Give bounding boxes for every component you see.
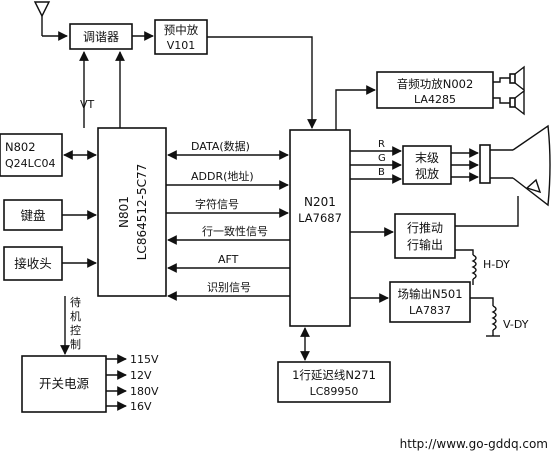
r-signal-label: R — [378, 139, 385, 150]
preamp-label-line1: 预中放 — [164, 23, 199, 37]
voltage-16v: 16V — [130, 400, 152, 413]
data-bus-label: DATA(数据) — [191, 139, 250, 153]
antenna-icon — [33, 1, 68, 41]
standby-label-4: 制 — [70, 338, 81, 351]
receiver-block — [3, 246, 63, 281]
h-dy-label: H-DY — [483, 258, 510, 271]
tuner-label: 调谐器 — [83, 30, 119, 44]
g-signal-label: G — [378, 153, 386, 164]
delay-line-label-line2: LC89950 — [310, 385, 359, 398]
n201-label-line1: N201 — [304, 195, 336, 209]
n201-label-line2: LA7687 — [298, 211, 342, 225]
vt-label: VT — [80, 98, 95, 111]
h-drive-label-line1: 行推动 — [407, 221, 443, 235]
final-video-label-line1: 末级 — [415, 151, 439, 165]
mcu-label-line2: LC864512-5C77 — [135, 164, 149, 261]
receiver-label: 接收头 — [14, 256, 52, 271]
voltage-12v: 12V — [130, 369, 152, 382]
h-drive-block — [394, 213, 456, 259]
v-output-label-line2: LA7837 — [409, 304, 451, 317]
h-drive-label-line2: 行输出 — [407, 237, 443, 252]
standby-label-3: 控 — [70, 323, 81, 337]
audio-amp-label-line1: 音频功放N002 — [397, 77, 474, 91]
voltage-115v: 115V — [130, 353, 159, 366]
psu-block — [21, 355, 107, 413]
psu-label: 开关电源 — [39, 376, 90, 391]
mcu-label-line1: N801 — [117, 196, 131, 228]
final-video-block — [402, 145, 452, 185]
v-deflection-coil-icon — [470, 297, 500, 337]
audio-amp-block — [376, 71, 494, 109]
b-signal-label: B — [378, 167, 385, 178]
v-output-block — [389, 281, 471, 323]
h-deflection-coil-icon — [455, 249, 477, 285]
watermark-url: http://www.go-gddq.com — [400, 437, 548, 451]
keyboard-label: 键盘 — [20, 208, 45, 223]
n802-label-line1: N802 — [5, 140, 36, 154]
preamp-label-line2: V101 — [167, 39, 196, 52]
delay-line-block — [277, 361, 391, 403]
final-video-label-line2: 视放 — [415, 166, 439, 181]
crt-tube-icon — [479, 124, 551, 207]
mcu-block — [97, 127, 167, 297]
audio-amp-label-line2: LA4285 — [414, 93, 456, 106]
char-signal-label: 字符信号 — [195, 197, 239, 211]
delay-line-label-line1: 1行延迟线N271 — [292, 368, 376, 382]
addr-bus-label: ADDR(地址) — [191, 169, 254, 183]
standby-label-1: 待 — [70, 295, 81, 309]
ident-signal-label: 识别信号 — [207, 281, 251, 294]
standby-label-2: 机 — [70, 309, 81, 323]
voltage-180v: 180V — [130, 385, 159, 398]
speaker-icon — [493, 65, 525, 116]
n802-block — [0, 133, 63, 177]
v-dy-label: V-DY — [503, 318, 529, 331]
n201-block — [289, 129, 351, 327]
n802-label-line2: Q24LC04 — [5, 157, 55, 170]
aft-signal-label: AFT — [218, 253, 239, 266]
h-sync-signal-label: 行一致性信号 — [202, 224, 268, 238]
v-output-label-line1: 场输出N501 — [397, 287, 462, 301]
